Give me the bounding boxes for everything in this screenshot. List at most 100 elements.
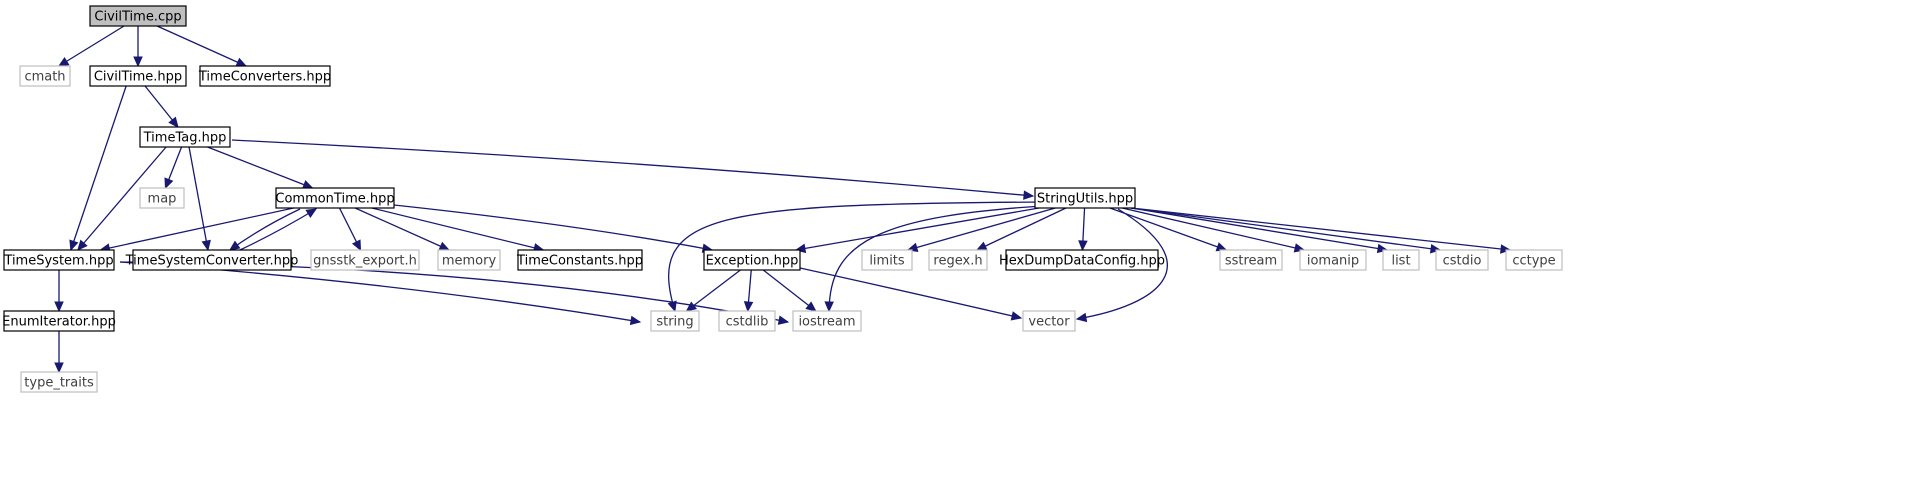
node-enumiterator-hpp[interactable]: EnumIterator.hpp [2,310,116,332]
node-box [139,187,185,209]
node-commontime-hpp[interactable]: CommonTime.hpp [275,187,395,209]
node-label: cstdio [1443,254,1482,269]
node-civiltime-cpp: CivilTime.cpp [89,5,187,27]
node-box [861,249,913,271]
node-box [703,249,801,271]
node-label: EnumIterator.hpp [2,315,116,330]
edge-line [207,146,313,189]
edge-line [1122,207,1305,251]
edge-commontime_hpp-to-timesystemconverter_hpp [229,208,301,251]
node-label: sstream [1225,254,1277,269]
edge-timetag_hpp-to-commontime_hpp [207,146,314,189]
node-label: vector [1028,315,1070,330]
node-label: map [148,192,177,207]
edge-arrowhead [54,362,64,374]
node-box [1505,249,1563,271]
node-box [89,5,187,27]
edge-line [239,208,317,251]
edge-arrowhead [305,208,318,218]
node-regex-h: regex.h [928,249,988,271]
node-label: Exception.hpp [706,254,799,269]
node-box [19,65,71,87]
edge-arrowhead [168,116,179,128]
edge-line [229,208,301,251]
edge-arrowhead [975,241,988,251]
edge-line [77,146,167,251]
edge-line [156,25,247,67]
node-list: list [1382,249,1420,271]
node-label: TimeTag.hpp [143,131,227,146]
edge-line [1130,207,1441,251]
edge-stringutils_hpp-to-cstdio [1130,207,1442,254]
node-label: TimeConstants.hpp [516,254,643,269]
node-box [517,249,643,271]
node-timeconstants-hpp[interactable]: TimeConstants.hpp [516,249,643,271]
edge-arrowhead [201,239,211,252]
node-cmath: cmath [19,65,71,87]
edge-stringutils_hpp-to-regex_h [975,207,1067,251]
edge-line [907,207,1056,251]
node-timetag-hpp[interactable]: TimeTag.hpp [139,126,231,148]
node-label: HexDumpDataConfig.hpp [999,254,1165,269]
edge-commontime_hpp-to-memory [354,207,451,251]
node-timeconverters-hpp[interactable]: TimeConverters.hpp [198,65,331,87]
edge-line [1130,207,1388,251]
node-vector: vector [1022,310,1076,332]
edge-line [762,269,817,312]
edge-line [1130,207,1511,251]
node-type-traits: type_traits [20,371,98,393]
edge-commontime_hpp-to-timesystem_hpp [99,207,294,253]
node-cctype: cctype [1505,249,1563,271]
edge-arrowhead [438,241,451,251]
edge-civiltime_cpp-to-civiltime_hpp [133,26,143,68]
node-cstdio: cstdio [1435,249,1489,271]
edge-arrowhead [1023,190,1035,200]
edge-civiltime_cpp-to-cmath [57,25,125,67]
node-box [928,249,988,271]
node-gnsstk-export-h: gnsstk_export.h [310,249,420,271]
edge-stringutils_hpp-to-sstream [1109,207,1228,252]
edge-arrowhead [1078,240,1088,252]
node-label: StringUtils.hpp [1037,192,1133,207]
edge-timetag_hpp-to-map [164,146,183,190]
node-label: cmath [24,70,65,85]
edge-line [799,267,1022,319]
node-box [1005,249,1159,271]
node-exception-hpp[interactable]: Exception.hpp [703,249,801,271]
node-label: iostream [798,315,855,330]
node-hexdumpdataconfig-hpp[interactable]: HexDumpDataConfig.hpp [999,249,1165,271]
node-label: cstdlib [726,315,769,330]
edge-arrowhead [54,301,64,313]
node-label: string [656,315,693,330]
node-stringutils-hpp[interactable]: StringUtils.hpp [1034,187,1136,209]
edge-stringutils_hpp-to-string [667,201,1047,313]
node-timesystemconverter-hpp[interactable]: TimeSystemConverter.hpp [125,249,299,271]
node-map: map [139,187,185,209]
edge-line [58,25,125,67]
node-civiltime-hpp[interactable]: CivilTime.hpp [89,65,187,87]
edge-arrowhead [1010,311,1023,321]
edge-arrowhead [164,177,174,190]
node-box [1034,187,1136,209]
edge-arrowhead [1429,243,1442,254]
edge-arrowhead [57,56,70,67]
edge-civiltime_hpp-to-timetag_hpp [144,85,179,128]
edge-line [100,207,294,251]
node-label: TimeSystemConverter.hpp [125,254,299,269]
node-box [3,249,115,271]
edge-exception_hpp-to-vector [799,267,1023,321]
edge-stringutils_hpp-to-cctype [1130,207,1512,254]
node-timesystem-hpp[interactable]: TimeSystem.hpp [3,249,115,271]
edge-arrowhead [351,239,362,252]
edge-timetag_hpp-to-stringutils_hpp [231,139,1035,200]
edge-exception_hpp-to-cstdlib [743,269,754,313]
node-string: string [650,310,700,332]
edge-arrowhead [301,180,314,189]
nodes-layer: CivilTime.cpp cmath CivilTime.hpp TimeConve… [2,5,1563,393]
edge-line [686,269,741,312]
node-sstream: sstream [1219,249,1283,271]
node-label: list [1391,254,1410,269]
node-box [718,310,776,332]
node-iostream: iostream [792,310,862,332]
